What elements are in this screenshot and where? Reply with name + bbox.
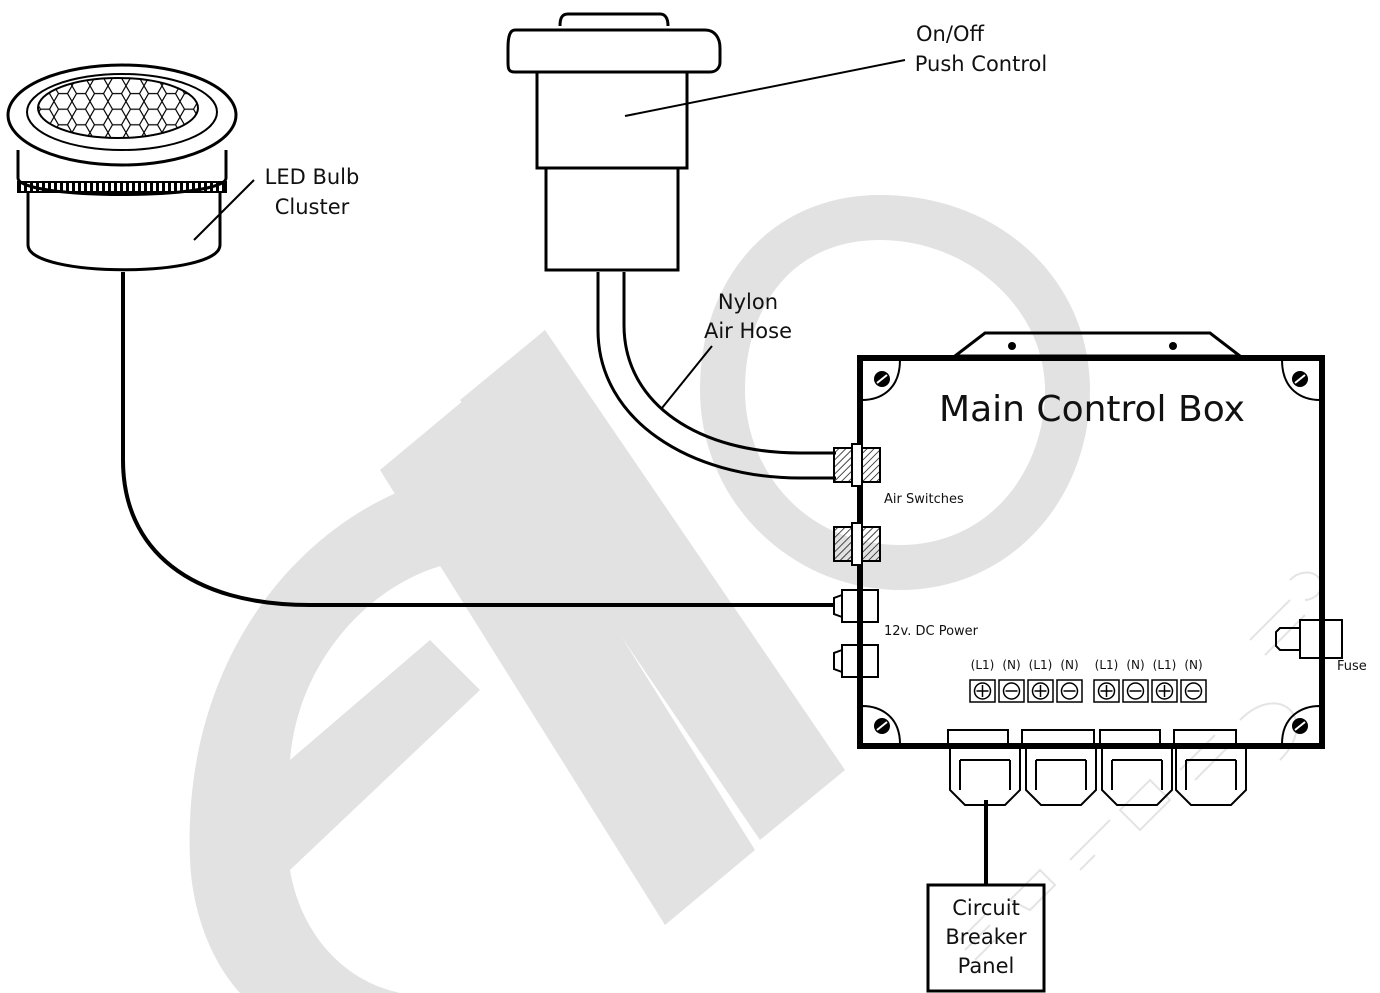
watermark-l-stroke-1 bbox=[380, 395, 755, 925]
terminal-label: (L1) bbox=[1095, 658, 1119, 672]
nylon-air-hose-outer bbox=[596, 272, 836, 480]
watermark-e-shape bbox=[189, 470, 620, 993]
push-label-leader bbox=[624, 59, 906, 117]
push-body bbox=[535, 70, 689, 170]
screw-icon bbox=[874, 371, 890, 387]
dc-power-socket-top bbox=[833, 589, 879, 623]
cable-gland-2 bbox=[1021, 729, 1097, 806]
screw-icon bbox=[1292, 371, 1308, 387]
control-box-title: Main Control Box bbox=[939, 389, 1245, 430]
breaker-label-line2: Breaker bbox=[945, 925, 1027, 949]
terminal-label: (N) bbox=[1184, 658, 1202, 672]
box-mounting-bracket bbox=[950, 331, 1245, 358]
terminal-labels: (L1) (N) (L1) (N) (L1) (N) (L1) (N) bbox=[971, 658, 1203, 672]
terminal-plus-icon bbox=[1093, 679, 1120, 703]
screw-icon bbox=[874, 718, 890, 734]
led-bezel-inner bbox=[26, 73, 218, 151]
bracket-hole-right bbox=[1169, 342, 1177, 350]
led-bulb-cluster bbox=[6, 63, 238, 272]
push-button-cap bbox=[558, 12, 670, 27]
terminal-plus-icon bbox=[969, 679, 996, 703]
terminal-label: (N) bbox=[1060, 658, 1078, 672]
hose-label-line2: Air Hose bbox=[704, 319, 792, 343]
led-label-leader bbox=[193, 179, 255, 241]
dc-power-socket-bottom bbox=[833, 644, 879, 678]
terminal-label: (L1) bbox=[1029, 658, 1053, 672]
breaker-label-line3: Panel bbox=[958, 954, 1015, 978]
air-switches-label: Air Switches bbox=[884, 492, 964, 507]
terminal-label: (N) bbox=[1126, 658, 1144, 672]
led-bezel bbox=[6, 63, 238, 167]
watermark-l-stroke-2 bbox=[460, 330, 845, 840]
circuit-breaker-panel bbox=[926, 883, 1046, 993]
push-label-line1: On/Off bbox=[916, 22, 984, 46]
air-switch-top bbox=[833, 443, 881, 487]
dc-power-label: 12v. DC Power bbox=[884, 624, 979, 639]
push-stem bbox=[544, 166, 680, 272]
led-power-cable bbox=[121, 272, 834, 607]
bracket-hole-left bbox=[1008, 342, 1016, 350]
cable-gland-4 bbox=[1173, 729, 1247, 806]
nylon-air-hose-inner bbox=[622, 272, 836, 455]
terminal-label: (N) bbox=[1002, 658, 1020, 672]
terminal-minus-icon bbox=[1056, 679, 1083, 703]
terminal-plus-icon bbox=[1027, 679, 1054, 703]
breaker-label-line1: Circuit bbox=[952, 896, 1020, 920]
led-housing bbox=[26, 192, 222, 272]
fuse-holder bbox=[1275, 619, 1343, 659]
terminal-minus-icon bbox=[1122, 679, 1149, 703]
led-label-line1: LED Bulb bbox=[265, 165, 360, 189]
terminal-label: (L1) bbox=[1153, 658, 1177, 672]
corner-screws bbox=[861, 359, 1321, 745]
led-label-line2: Cluster bbox=[275, 195, 350, 219]
cable-gland-1 bbox=[947, 729, 1021, 806]
watermark bbox=[189, 195, 1323, 993]
air-switch-bottom bbox=[833, 522, 881, 566]
terminal-minus-icon bbox=[998, 679, 1025, 703]
fuse-label: Fuse bbox=[1337, 659, 1367, 674]
terminal-label: (L1) bbox=[971, 658, 995, 672]
led-hex-lens bbox=[37, 77, 199, 139]
screw-icon bbox=[1292, 718, 1308, 734]
terminal-minus-icon bbox=[1180, 679, 1207, 703]
push-control bbox=[506, 12, 722, 272]
cable-gland-3 bbox=[1099, 729, 1173, 806]
cable-glands bbox=[947, 729, 1247, 806]
push-label-line2: Push Control bbox=[915, 52, 1047, 76]
hose-label-leader bbox=[661, 345, 713, 409]
terminal-plus-icon bbox=[1151, 679, 1178, 703]
led-thread-band bbox=[17, 181, 227, 193]
terminal-block bbox=[969, 679, 1207, 703]
hose-label-line1: Nylon bbox=[718, 290, 778, 314]
